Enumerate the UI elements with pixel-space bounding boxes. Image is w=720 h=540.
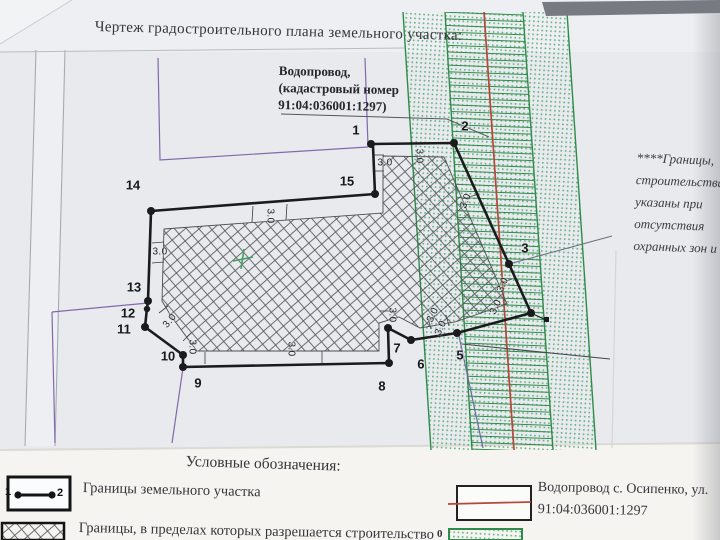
dimension-label: 3.0 [264, 208, 276, 224]
dimension-label: 3.0 [377, 157, 393, 169]
side-note-line: строительства [635, 171, 720, 191]
side-note: ****Границы, строительства указаны при о… [633, 147, 720, 260]
point-label-13: 13 [126, 279, 142, 295]
point-label-15: 15 [339, 173, 355, 189]
legend-symbol-point-1: 1 [5, 486, 12, 498]
callout-line-3: 91:04:036001:1297) [278, 96, 387, 114]
legend-building-symbol [0, 521, 66, 540]
fold-line-top [0, 47, 405, 53]
callout-line-1: Водопровод, [278, 62, 351, 80]
callout-line-2: (кадастровый номер [278, 79, 400, 98]
legend-symbol-point-2: 2 [57, 487, 64, 499]
point-label-3: 3 [521, 240, 529, 256]
paper-fold-strip [25, 50, 65, 446]
dimension-label: 3.0 [186, 339, 198, 355]
paper-edge-top-right [542, 0, 720, 16]
legend-water-label-2: 91:04:036001:1297 [537, 502, 648, 519]
side-note-line: охранных зон и [633, 237, 718, 256]
corner-tie-line [530, 312, 547, 321]
dimension-label: 3.0 [413, 148, 425, 164]
buildable-area-hatch [161, 155, 508, 352]
legend-green-label: 0 [437, 528, 443, 540]
crease-right [611, 249, 617, 449]
point-label-2: 2 [461, 118, 469, 134]
dimension-label: 3.0 [386, 307, 398, 323]
fold-line-left-2 [54, 49, 66, 447]
point-label-7: 7 [393, 340, 401, 356]
survey-line-2 [461, 343, 611, 360]
green-zone-band [402, 11, 597, 451]
dimension-ticks [151, 154, 513, 364]
side-note-line: указаны при [634, 193, 703, 212]
water-pipe-callout: Водопровод, (кадастровый номер 91:04:036… [278, 62, 399, 115]
fold-line-left-1 [24, 49, 37, 447]
legend-green-symbol [448, 528, 523, 540]
legend-symbols [0, 475, 532, 540]
paper-corner-edge [0, 0, 73, 45]
point-label-10: 10 [160, 348, 176, 364]
point-label-6: 6 [417, 356, 425, 372]
legend-water-label-1: Водопровод с. Осипенко, ул. [537, 480, 709, 498]
boundary-points [141, 139, 535, 371]
point-label-9: 9 [194, 375, 202, 391]
point-label-12: 12 [120, 305, 136, 321]
point-label-8: 8 [378, 378, 386, 394]
point-label-11: 11 [116, 321, 132, 337]
paper-edge-bottom [0, 442, 720, 451]
legend-paper-strip [0, 444, 720, 540]
cadastral-lines-purple [51, 57, 484, 449]
point-label-5: 5 [456, 347, 464, 363]
side-note-line: отсутствия [634, 215, 705, 234]
dimension-label: 3.0 [285, 341, 297, 357]
side-note-line: ****Границы, [636, 149, 715, 168]
dimension-label: 3.0 [152, 246, 168, 258]
plot-center-cross-icon [232, 248, 254, 270]
water-pipe-line [483, 11, 515, 451]
survey-line-1 [508, 235, 613, 265]
corner-marker [544, 317, 549, 322]
point-label-1: 1 [352, 122, 360, 138]
point-label-14: 14 [125, 177, 141, 193]
callout-leader-line [280, 113, 490, 138]
right-shadow [692, 0, 720, 540]
